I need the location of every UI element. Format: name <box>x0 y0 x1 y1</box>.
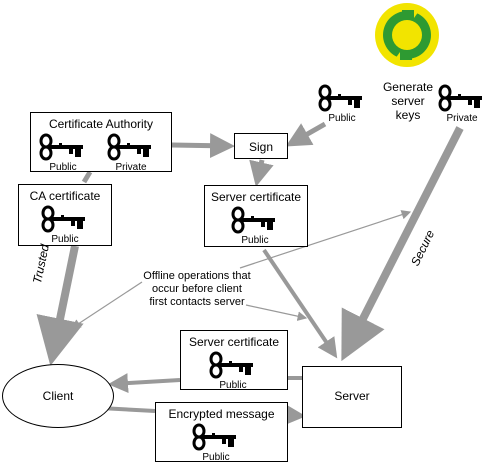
arrow-offline-left <box>70 281 143 329</box>
generate-server-keys-label: Generate server keys <box>368 80 448 122</box>
arrow-secure <box>341 126 464 362</box>
encrypted-message-key-label: Public <box>202 452 230 463</box>
server-certificate-top-key: Public <box>231 206 279 246</box>
key-icon <box>231 206 277 234</box>
ca-public-key: Public <box>39 133 87 173</box>
generate-line1: Generate <box>382 80 434 94</box>
arrow-ca-to-sign <box>171 133 235 159</box>
key-icon <box>41 205 87 233</box>
server-certificate-bottom-key: Public <box>209 351 257 391</box>
ca-public-key-label: Public <box>49 162 77 173</box>
ca-certificate-box: CA certificate Public <box>18 184 112 246</box>
arrow-offline-topright <box>239 210 412 269</box>
server-public-key-label: Public <box>328 113 356 124</box>
offline-operations-note: Offline operations that occur before cli… <box>132 270 262 309</box>
server-private-key-label: Private <box>446 113 478 124</box>
sign-box: Sign <box>234 133 288 159</box>
arrow-sign-to-cert <box>249 159 274 187</box>
server-node: Server <box>302 366 402 428</box>
key-icon <box>318 84 364 112</box>
client-title: Client <box>42 389 74 403</box>
ca-title: Certificate Authority <box>48 117 154 131</box>
arrow-cert-to-server <box>262 248 338 359</box>
key-icon <box>107 133 153 161</box>
ca-certificate-key-label: Public <box>51 234 79 245</box>
server-certificate-bottom-box: Server certificate Public <box>180 330 288 391</box>
arrow-ca-to-cacert <box>81 170 93 184</box>
server-private-key: Private <box>438 84 486 124</box>
certificate-authority-box: Certificate Authority Public Private <box>30 112 172 173</box>
key-icon <box>209 351 255 379</box>
recycle-logo-icon <box>375 3 439 67</box>
server-certificate-bottom-key-label: Public <box>219 380 247 391</box>
key-icon <box>438 84 484 112</box>
key-icon <box>192 423 238 451</box>
sign-title: Sign <box>248 140 274 154</box>
encrypted-message-key: Public <box>192 423 240 463</box>
server-certificate-top-key-label: Public <box>241 235 269 246</box>
arrow-trusted <box>36 245 84 366</box>
server-certificate-top-box: Server certificate Public <box>204 185 308 247</box>
ca-private-key-label: Private <box>115 162 147 173</box>
arrow-cert-to-client <box>108 373 181 394</box>
ca-certificate-key: Public <box>41 205 89 245</box>
server-certificate-bottom-title: Server certificate <box>188 335 280 349</box>
server-public-key: Public <box>318 84 366 124</box>
client-node: Client <box>2 364 114 428</box>
offline-line1: Offline operations that <box>143 270 251 282</box>
encrypted-message-title: Encrypted message <box>168 407 275 421</box>
ca-certificate-title: CA certificate <box>29 189 101 203</box>
generate-line2: server <box>391 94 425 108</box>
offline-line3: first contacts server <box>149 296 245 308</box>
arrow-encrypted-to-server <box>285 404 306 425</box>
offline-line2: occur before client <box>152 283 242 295</box>
generate-line3: keys <box>395 108 421 122</box>
key-icon <box>39 133 85 161</box>
encrypted-message-box: Encrypted message Public <box>155 402 288 463</box>
server-certificate-top-title: Server certificate <box>210 190 302 204</box>
ca-private-key: Private <box>107 133 155 173</box>
server-title: Server <box>334 389 370 403</box>
arrow-offline-right <box>245 304 308 321</box>
arrow-pubkey-to-sign <box>285 121 327 147</box>
